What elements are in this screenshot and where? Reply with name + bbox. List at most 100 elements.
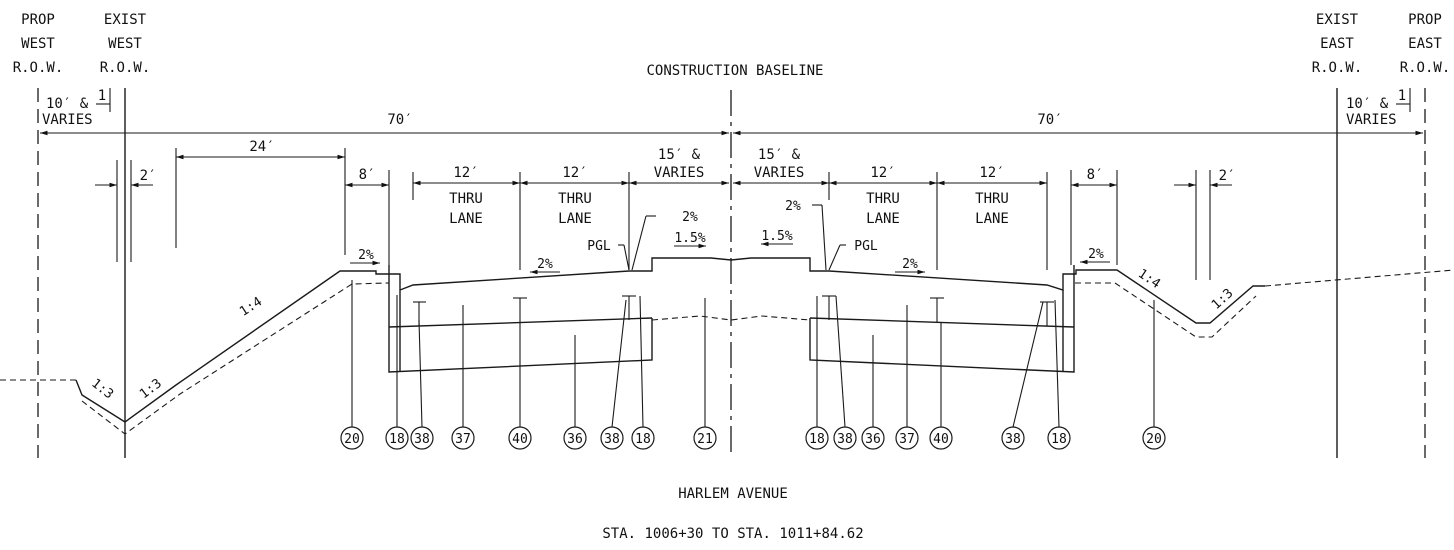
svg-text:2%: 2% (1088, 247, 1104, 262)
svg-text:10′ &: 10′ & (46, 96, 89, 112)
svg-text:12′: 12′ (979, 165, 1004, 181)
svg-text:20: 20 (1146, 432, 1162, 447)
callout-circle: 40 (929, 426, 953, 450)
west-8ft-dim: 8′ (345, 167, 390, 265)
svg-text:20: 20 (344, 432, 360, 447)
callout-leaders (351, 280, 1155, 428)
svg-text:40: 40 (933, 432, 949, 447)
svg-text:1:3: 1:3 (137, 376, 165, 402)
exist-east-row-label: EXIST EAST R.O.W. (1312, 12, 1363, 76)
svg-text:18: 18 (809, 432, 825, 447)
svg-text:EXIST: EXIST (1316, 12, 1359, 28)
svg-text:THRU: THRU (866, 191, 900, 207)
svg-text:15′ &: 15′ & (658, 147, 701, 163)
callout-circle: 40 (508, 426, 532, 450)
svg-text:18: 18 (1051, 432, 1067, 447)
svg-text:1: 1 (1398, 88, 1406, 104)
svg-text:EXIST: EXIST (104, 12, 147, 28)
svg-text:24′: 24′ (249, 139, 274, 155)
callout-circle: 38 (410, 426, 434, 450)
svg-text:1.5%: 1.5% (761, 229, 792, 244)
east-thru-lane-labels: THRU LANE THRU LANE (866, 191, 1009, 227)
svg-text:1:4: 1:4 (1135, 266, 1163, 292)
station-range: STA. 1006+30 TO STA. 1011+84.62 (602, 526, 863, 542)
svg-text:THRU: THRU (975, 191, 1009, 207)
svg-text:PGL: PGL (587, 239, 611, 254)
callout-circle: 37 (451, 426, 475, 450)
east-ground-profile (828, 269, 1454, 338)
svg-text:12′: 12′ (453, 165, 478, 181)
svg-text:36: 36 (567, 432, 583, 447)
svg-text:70′: 70′ (1037, 112, 1062, 128)
svg-text:LANE: LANE (449, 211, 483, 227)
svg-text:1:4: 1:4 (237, 294, 265, 319)
construction-baseline-label: CONSTRUCTION BASELINE (646, 63, 823, 79)
west-lane-dims: 12′ 12′ 15′ & VARIES (412, 147, 729, 270)
svg-text:R.O.W.: R.O.W. (1400, 60, 1451, 76)
callouts-east: 18 38 36 37 40 38 18 20 (805, 426, 1166, 450)
callout-circle: 18 (385, 426, 409, 450)
callout-circle: 18 (1047, 426, 1071, 450)
west-thru-lane-labels: THRU LANE THRU LANE (449, 191, 592, 227)
svg-text:EAST: EAST (1320, 36, 1354, 52)
callout-circle: 36 (563, 426, 587, 450)
svg-text:37: 37 (899, 432, 915, 447)
east-half-dimension: 70′ (733, 112, 1423, 136)
west-ground-profile (0, 270, 401, 435)
east-lane-dims: 15′ & VARIES 12′ 12′ (733, 147, 1048, 270)
svg-text:70′: 70′ (387, 112, 412, 128)
callout-circle: 38 (600, 426, 624, 450)
callout-circle: 36 (861, 426, 885, 450)
svg-text:VARIES: VARIES (42, 112, 93, 128)
svg-text:37: 37 (455, 432, 471, 447)
svg-text:18: 18 (389, 432, 405, 447)
svg-text:PROP: PROP (21, 12, 55, 28)
svg-text:40: 40 (512, 432, 528, 447)
svg-text:WEST: WEST (108, 36, 142, 52)
svg-text:PGL: PGL (854, 239, 878, 254)
svg-text:VARIES: VARIES (1346, 112, 1397, 128)
svg-text:LANE: LANE (975, 211, 1009, 227)
svg-text:1:3: 1:3 (88, 376, 116, 402)
callout-circle: 21 (693, 426, 717, 450)
callouts-west: 20 18 38 37 40 36 38 18 21 (340, 426, 717, 450)
svg-text:1:3: 1:3 (1209, 286, 1236, 313)
svg-text:VARIES: VARIES (754, 165, 805, 181)
svg-text:R.O.W.: R.O.W. (13, 60, 64, 76)
svg-text:THRU: THRU (449, 191, 483, 207)
callout-circle: 20 (1142, 426, 1166, 450)
west-2ft-dim: 2′ (95, 160, 156, 262)
svg-text:1: 1 (98, 88, 106, 104)
svg-text:2%: 2% (682, 210, 698, 225)
east-8ft-dim: 8′ (1070, 167, 1118, 265)
svg-text:38: 38 (604, 432, 620, 447)
svg-text:36: 36 (865, 432, 881, 447)
svg-text:2′: 2′ (140, 168, 157, 184)
svg-text:EAST: EAST (1408, 36, 1442, 52)
svg-text:12′: 12′ (562, 165, 587, 181)
svg-text:2%: 2% (537, 257, 553, 272)
svg-text:15′ &: 15′ & (758, 147, 801, 163)
west-half-dimension: 70′ (40, 112, 729, 136)
east-row-widening-dim: 10′ & 1 VARIES (1346, 88, 1411, 128)
callout-circle: 37 (895, 426, 919, 450)
svg-text:21: 21 (697, 432, 713, 447)
svg-text:38: 38 (837, 432, 853, 447)
drawing-title: HARLEM AVENUE (678, 486, 788, 502)
svg-text:18: 18 (635, 432, 651, 447)
median-profile (399, 257, 829, 321)
svg-text:38: 38 (414, 432, 430, 447)
svg-text:8′: 8′ (1087, 167, 1104, 183)
svg-text:1.5%: 1.5% (674, 231, 705, 246)
prop-west-row-label: PROP WEST R.O.W. (13, 12, 64, 76)
pgl-labels: PGL PGL (587, 239, 878, 271)
svg-text:R.O.W.: R.O.W. (1312, 60, 1363, 76)
west-row-widening-dim: 10′ & 1 VARIES (42, 88, 111, 128)
svg-text:PROP: PROP (1408, 12, 1442, 28)
svg-text:10′ &: 10′ & (1346, 96, 1389, 112)
svg-text:12′: 12′ (870, 165, 895, 181)
svg-text:LANE: LANE (866, 211, 900, 227)
svg-text:2%: 2% (785, 199, 801, 214)
svg-text:LANE: LANE (558, 211, 592, 227)
svg-text:38: 38 (1005, 432, 1021, 447)
